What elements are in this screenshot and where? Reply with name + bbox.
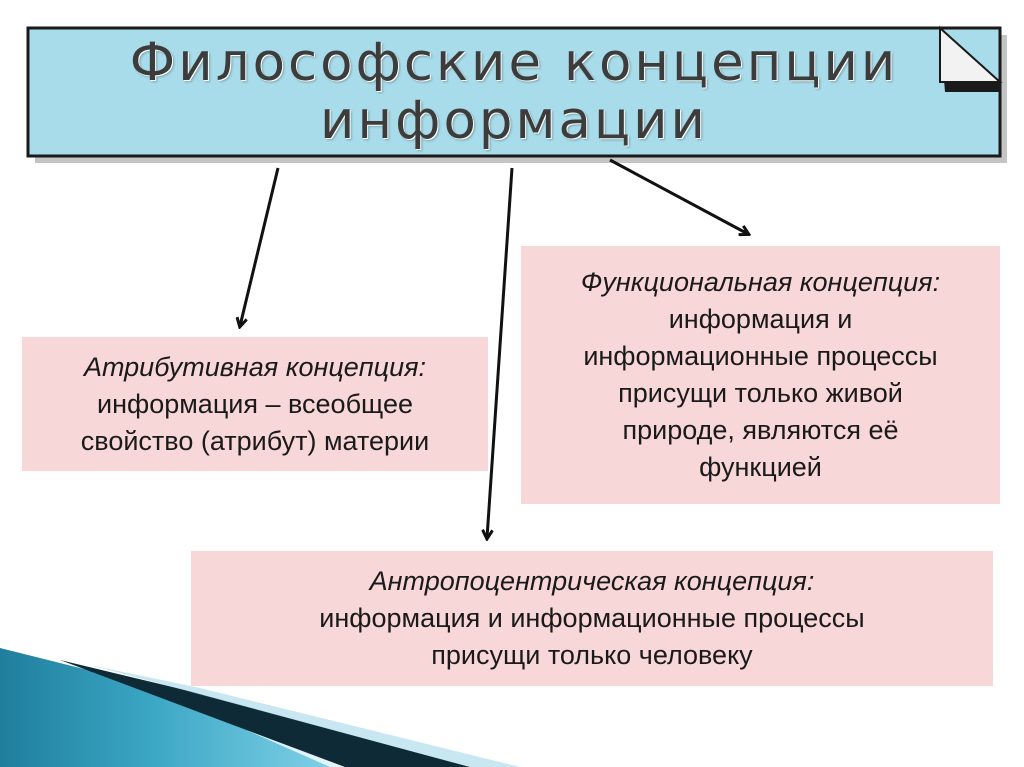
arrow-to-functional bbox=[609, 158, 748, 234]
concept-line: присущи только человеку bbox=[431, 640, 753, 670]
title-banner: Философские концепции информации bbox=[28, 28, 1000, 156]
arrows bbox=[240, 158, 748, 538]
concept-line: свойство (атрибут) материи bbox=[80, 425, 430, 456]
concept-box-anthropocentric: Антропоцентрическая концепция: информаци… bbox=[191, 551, 993, 686]
title-banner-shape bbox=[26, 25, 1007, 163]
concept-line: информация и bbox=[668, 304, 853, 334]
concept-line: информационные процессы bbox=[583, 341, 938, 371]
arrow-to-anthropocentric bbox=[487, 167, 514, 538]
concept-line: функцией bbox=[699, 452, 822, 482]
concept-box-attributive: Атрибутивная концепция: информация – все… bbox=[22, 337, 488, 471]
concept-line: природе, являются её bbox=[622, 415, 899, 445]
decorative-wave-bottom-left bbox=[0, 648, 520, 767]
concept-heading-anthropocentric: Антропоцентрическая концепция: bbox=[369, 566, 815, 596]
arrow-to-attributive bbox=[240, 167, 280, 326]
concept-heading-attributive: Атрибутивная концепция: bbox=[83, 351, 427, 382]
title-line-1: Философские концепции bbox=[129, 32, 899, 93]
concept-line: информация – всеобщее bbox=[97, 388, 413, 419]
concept-box-functional: Функциональная концепция: информация и и… bbox=[521, 246, 1000, 504]
concept-line: информация и информационные процессы bbox=[319, 603, 865, 633]
title-line-2: информации bbox=[320, 90, 708, 151]
concept-heading-functional: Функциональная концепция: bbox=[580, 267, 941, 297]
concept-line: присущи только живой bbox=[618, 378, 903, 408]
